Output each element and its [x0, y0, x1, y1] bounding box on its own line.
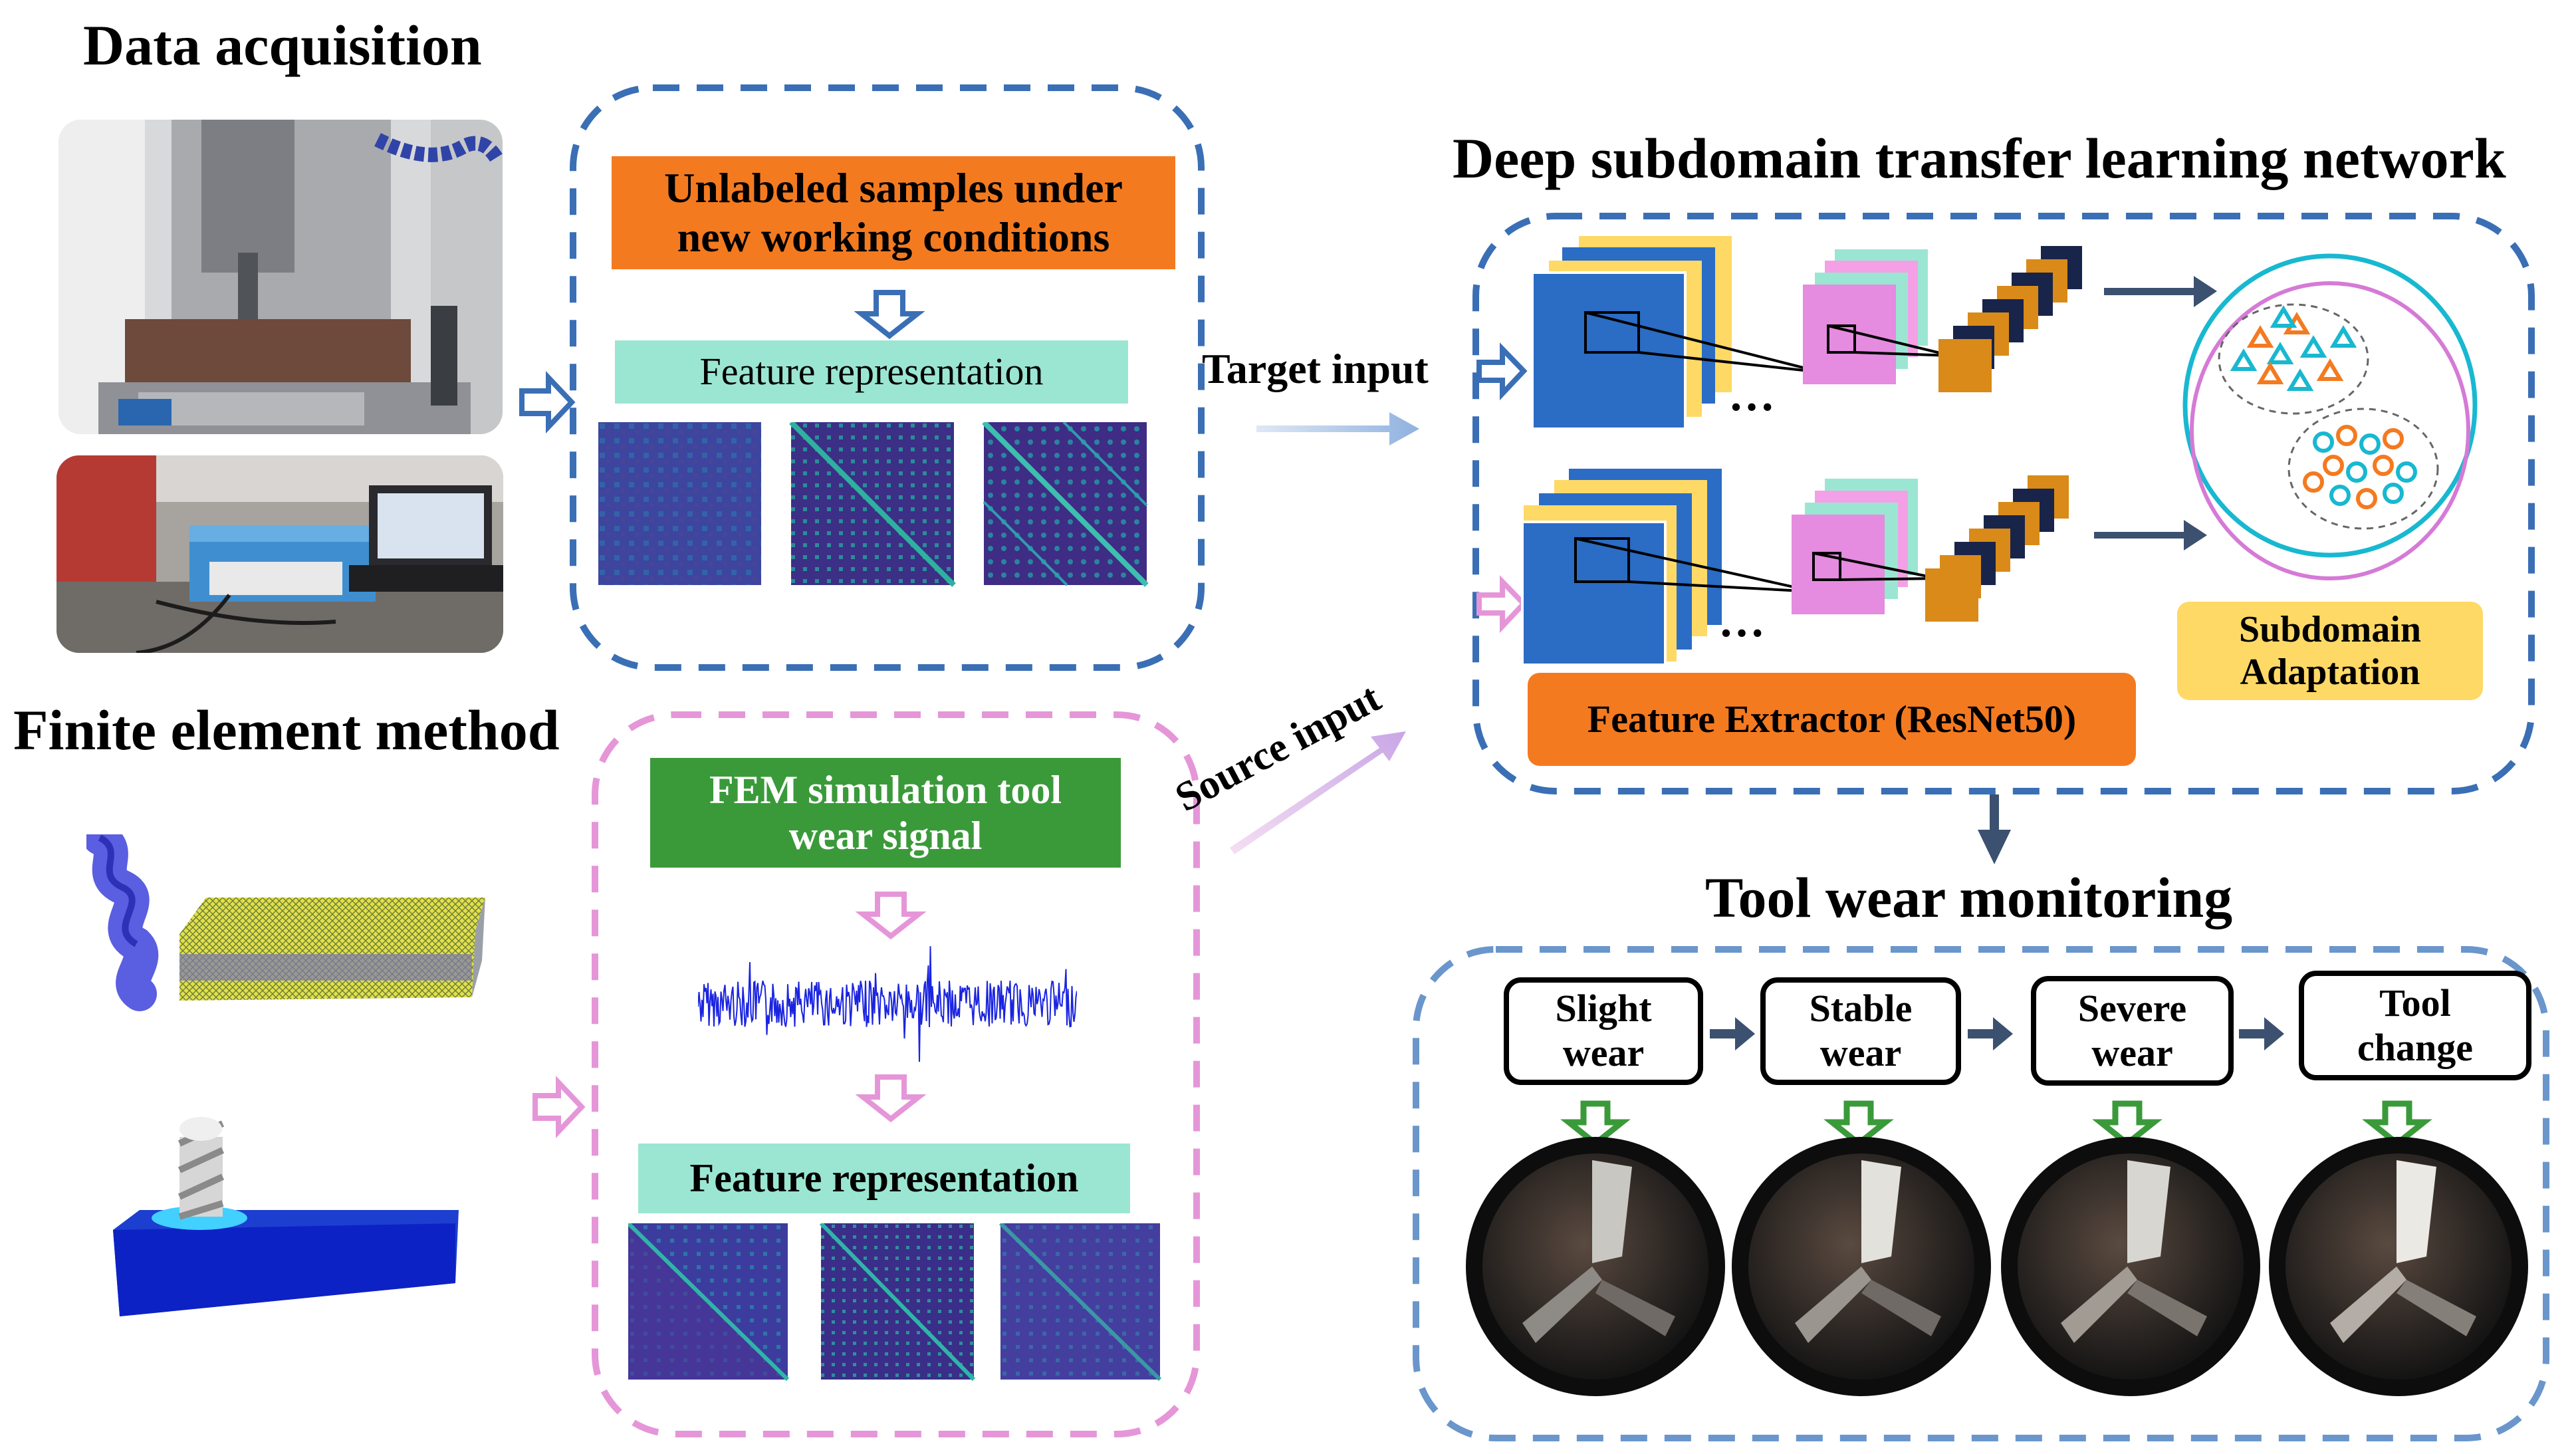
target-input-label: Target input: [1202, 345, 1429, 392]
fem-model-1: [86, 834, 485, 1011]
machine-tool-photo: [59, 120, 503, 434]
wear-state-tool-change: Tool change: [2299, 971, 2531, 1080]
tool-photo-slight: [1466, 1137, 1725, 1396]
subdomain-adaptation-label: Subdomain Adaptation: [2177, 602, 2483, 700]
target-heatmaps: [598, 422, 1149, 587]
tool-photo-change: [2269, 1137, 2528, 1396]
target-feature-label: Feature representation: [615, 340, 1128, 404]
wear-state-slight: Slight wear: [1504, 977, 1703, 1085]
title-tool-wear-monitoring: Tool wear monitoring: [1705, 866, 2233, 929]
source-heatmaps: [628, 1223, 1162, 1382]
feature-extractor-label: Feature Extractor (ResNet50): [1528, 673, 2136, 766]
wear-state-severe: Severe wear: [2031, 976, 2234, 1086]
ellipsis-bottom: …: [1718, 596, 1765, 647]
target-header: Unlabeled samples under new working cond…: [612, 156, 1175, 269]
target-cnn: [1531, 236, 2082, 430]
title-finite-element: Finite element method: [13, 698, 560, 762]
title-data-acquisition: Data acquisition: [83, 13, 482, 77]
tool-photo-severe: [2001, 1137, 2260, 1396]
title-dstl-network: Deep subdomain transfer learning network: [1453, 126, 2506, 190]
source-feature-label: Feature representation: [638, 1144, 1130, 1213]
fem-model-2: [113, 1117, 459, 1316]
tool-photo-stable: [1732, 1137, 1991, 1396]
wear-state-stable: Stable wear: [1760, 977, 1961, 1085]
source-signal: [698, 946, 1077, 1062]
ellipsis-top: …: [1728, 370, 1775, 421]
source-header: FEM simulation tool wear signal: [650, 758, 1121, 868]
acquisition-system-photo: [57, 455, 503, 653]
source-cnn: [1521, 469, 2069, 666]
